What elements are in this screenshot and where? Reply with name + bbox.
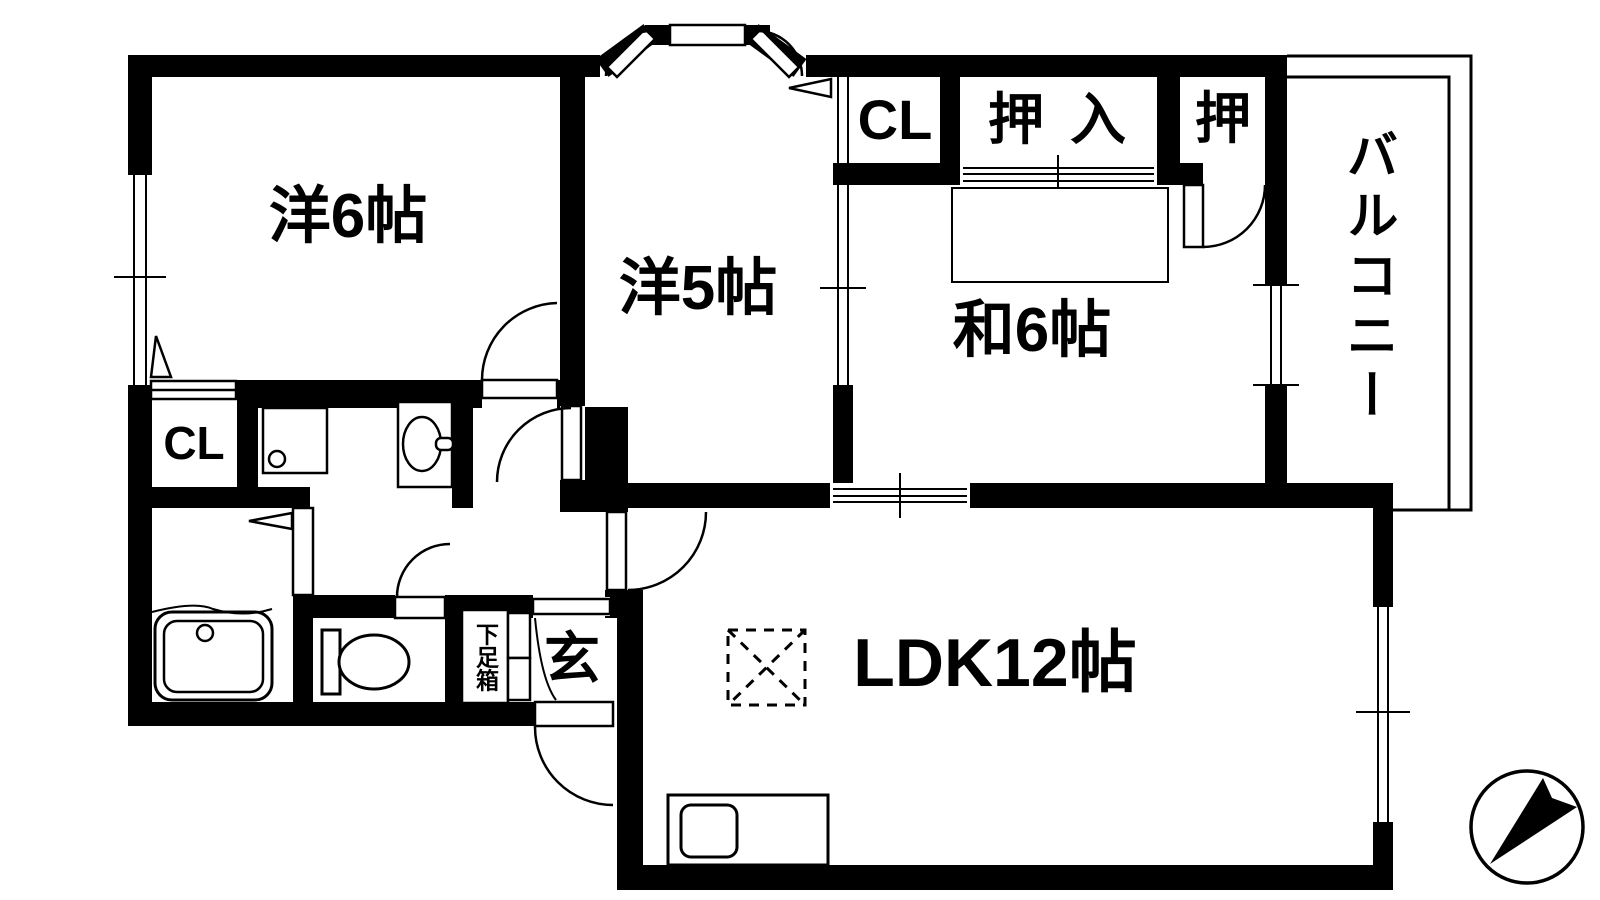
bay-casement-left (605, 27, 657, 79)
bay-window (604, 23, 804, 79)
label-oshiire: 押入 (988, 88, 1152, 151)
balcony-railing (1287, 54, 1473, 512)
washing-machine-pan-icon (261, 406, 329, 475)
label-room-ldk: LDK12帖 (853, 625, 1137, 701)
label-closet-left: CL (163, 417, 225, 469)
label-room-west6: 洋6帖 (268, 182, 428, 251)
toilet-icon (320, 628, 411, 696)
shoe-box-icon (460, 608, 532, 705)
hatch-symbol (726, 628, 807, 707)
wash-basin-icon (396, 400, 455, 489)
kitchen-counter-icon (666, 793, 830, 867)
label-balcony: バルコニー (1338, 128, 1396, 428)
bathtub-icon (151, 604, 274, 702)
label-closet-top: CL (857, 88, 933, 151)
compass-icon (1469, 769, 1585, 885)
doors (149, 77, 1267, 807)
fixtures (151, 187, 1169, 867)
window-lines (114, 77, 1410, 822)
label-room-west5: 洋5帖 (618, 254, 778, 323)
label-oshi: 押 (1195, 87, 1251, 150)
label-room-japanese6: 和6帖 (952, 296, 1112, 365)
bay-casement-right (749, 27, 801, 79)
label-shoe-box: 下足箱 (472, 622, 499, 692)
label-genkan: 玄 (544, 627, 600, 690)
